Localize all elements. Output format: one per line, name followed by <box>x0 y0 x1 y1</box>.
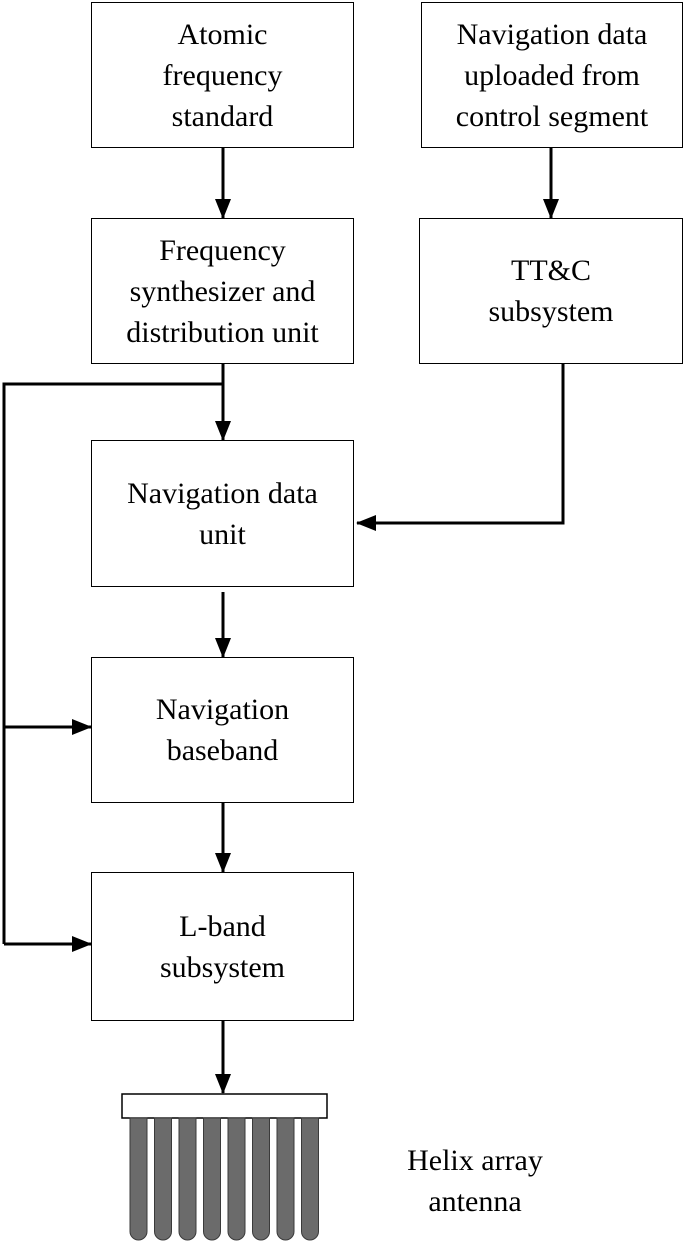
navigation-data-upload-box: Navigation data uploaded from control se… <box>421 2 683 148</box>
box-line: subsystem <box>488 295 614 328</box>
caption-line: Helix array <box>407 1144 543 1177</box>
box-line: frequency <box>162 58 283 92</box>
box-line: control segment <box>455 99 649 133</box>
helix-element <box>276 1117 295 1241</box>
antenna-caption: Helix array antenna <box>370 1140 580 1222</box>
box-line: unit <box>199 517 246 551</box>
navigation-baseband-box: Navigation baseband <box>91 657 354 803</box>
antenna-reflector-plate <box>121 1093 328 1119</box>
helix-element <box>227 1117 246 1241</box>
frequency-synthesizer-box: Frequency synthesizer and distribution u… <box>91 218 354 364</box>
helix-element <box>154 1117 172 1241</box>
helix-element <box>203 1117 221 1241</box>
box-line: distribution unit <box>126 315 319 349</box>
helix-element <box>129 1117 148 1241</box>
helix-array-antenna-icon <box>121 1093 328 1241</box>
box-line: baseband <box>166 734 279 767</box>
box-line: standard <box>171 99 274 133</box>
box-line: L-band <box>179 909 266 943</box>
arrow-ttc-to-navdata <box>356 362 565 531</box>
ttc-subsystem-box: TT&C subsystem <box>419 218 683 364</box>
box-line: synthesizer and <box>129 274 316 308</box>
box-line: TT&C <box>511 254 591 287</box>
box-line: Atomic <box>177 17 268 51</box>
box-line: Navigation <box>155 693 290 726</box>
helix-element <box>301 1117 319 1241</box>
helix-element <box>178 1117 197 1241</box>
atomic-frequency-standard-box: Atomic frequency standard <box>91 2 354 148</box>
box-line: Frequency <box>159 233 286 267</box>
navigation-data-unit-box: Navigation data unit <box>91 440 354 587</box>
l-band-subsystem-box: L-band subsystem <box>91 872 354 1021</box>
box-line: subsystem <box>159 950 285 984</box>
helix-element <box>252 1117 270 1241</box>
bus-line-left <box>2 382 223 944</box>
box-line: uploaded from <box>464 58 640 92</box>
box-line: Navigation data <box>127 476 318 510</box>
box-line: Navigation data <box>456 17 648 51</box>
caption-line: antenna <box>428 1185 522 1218</box>
